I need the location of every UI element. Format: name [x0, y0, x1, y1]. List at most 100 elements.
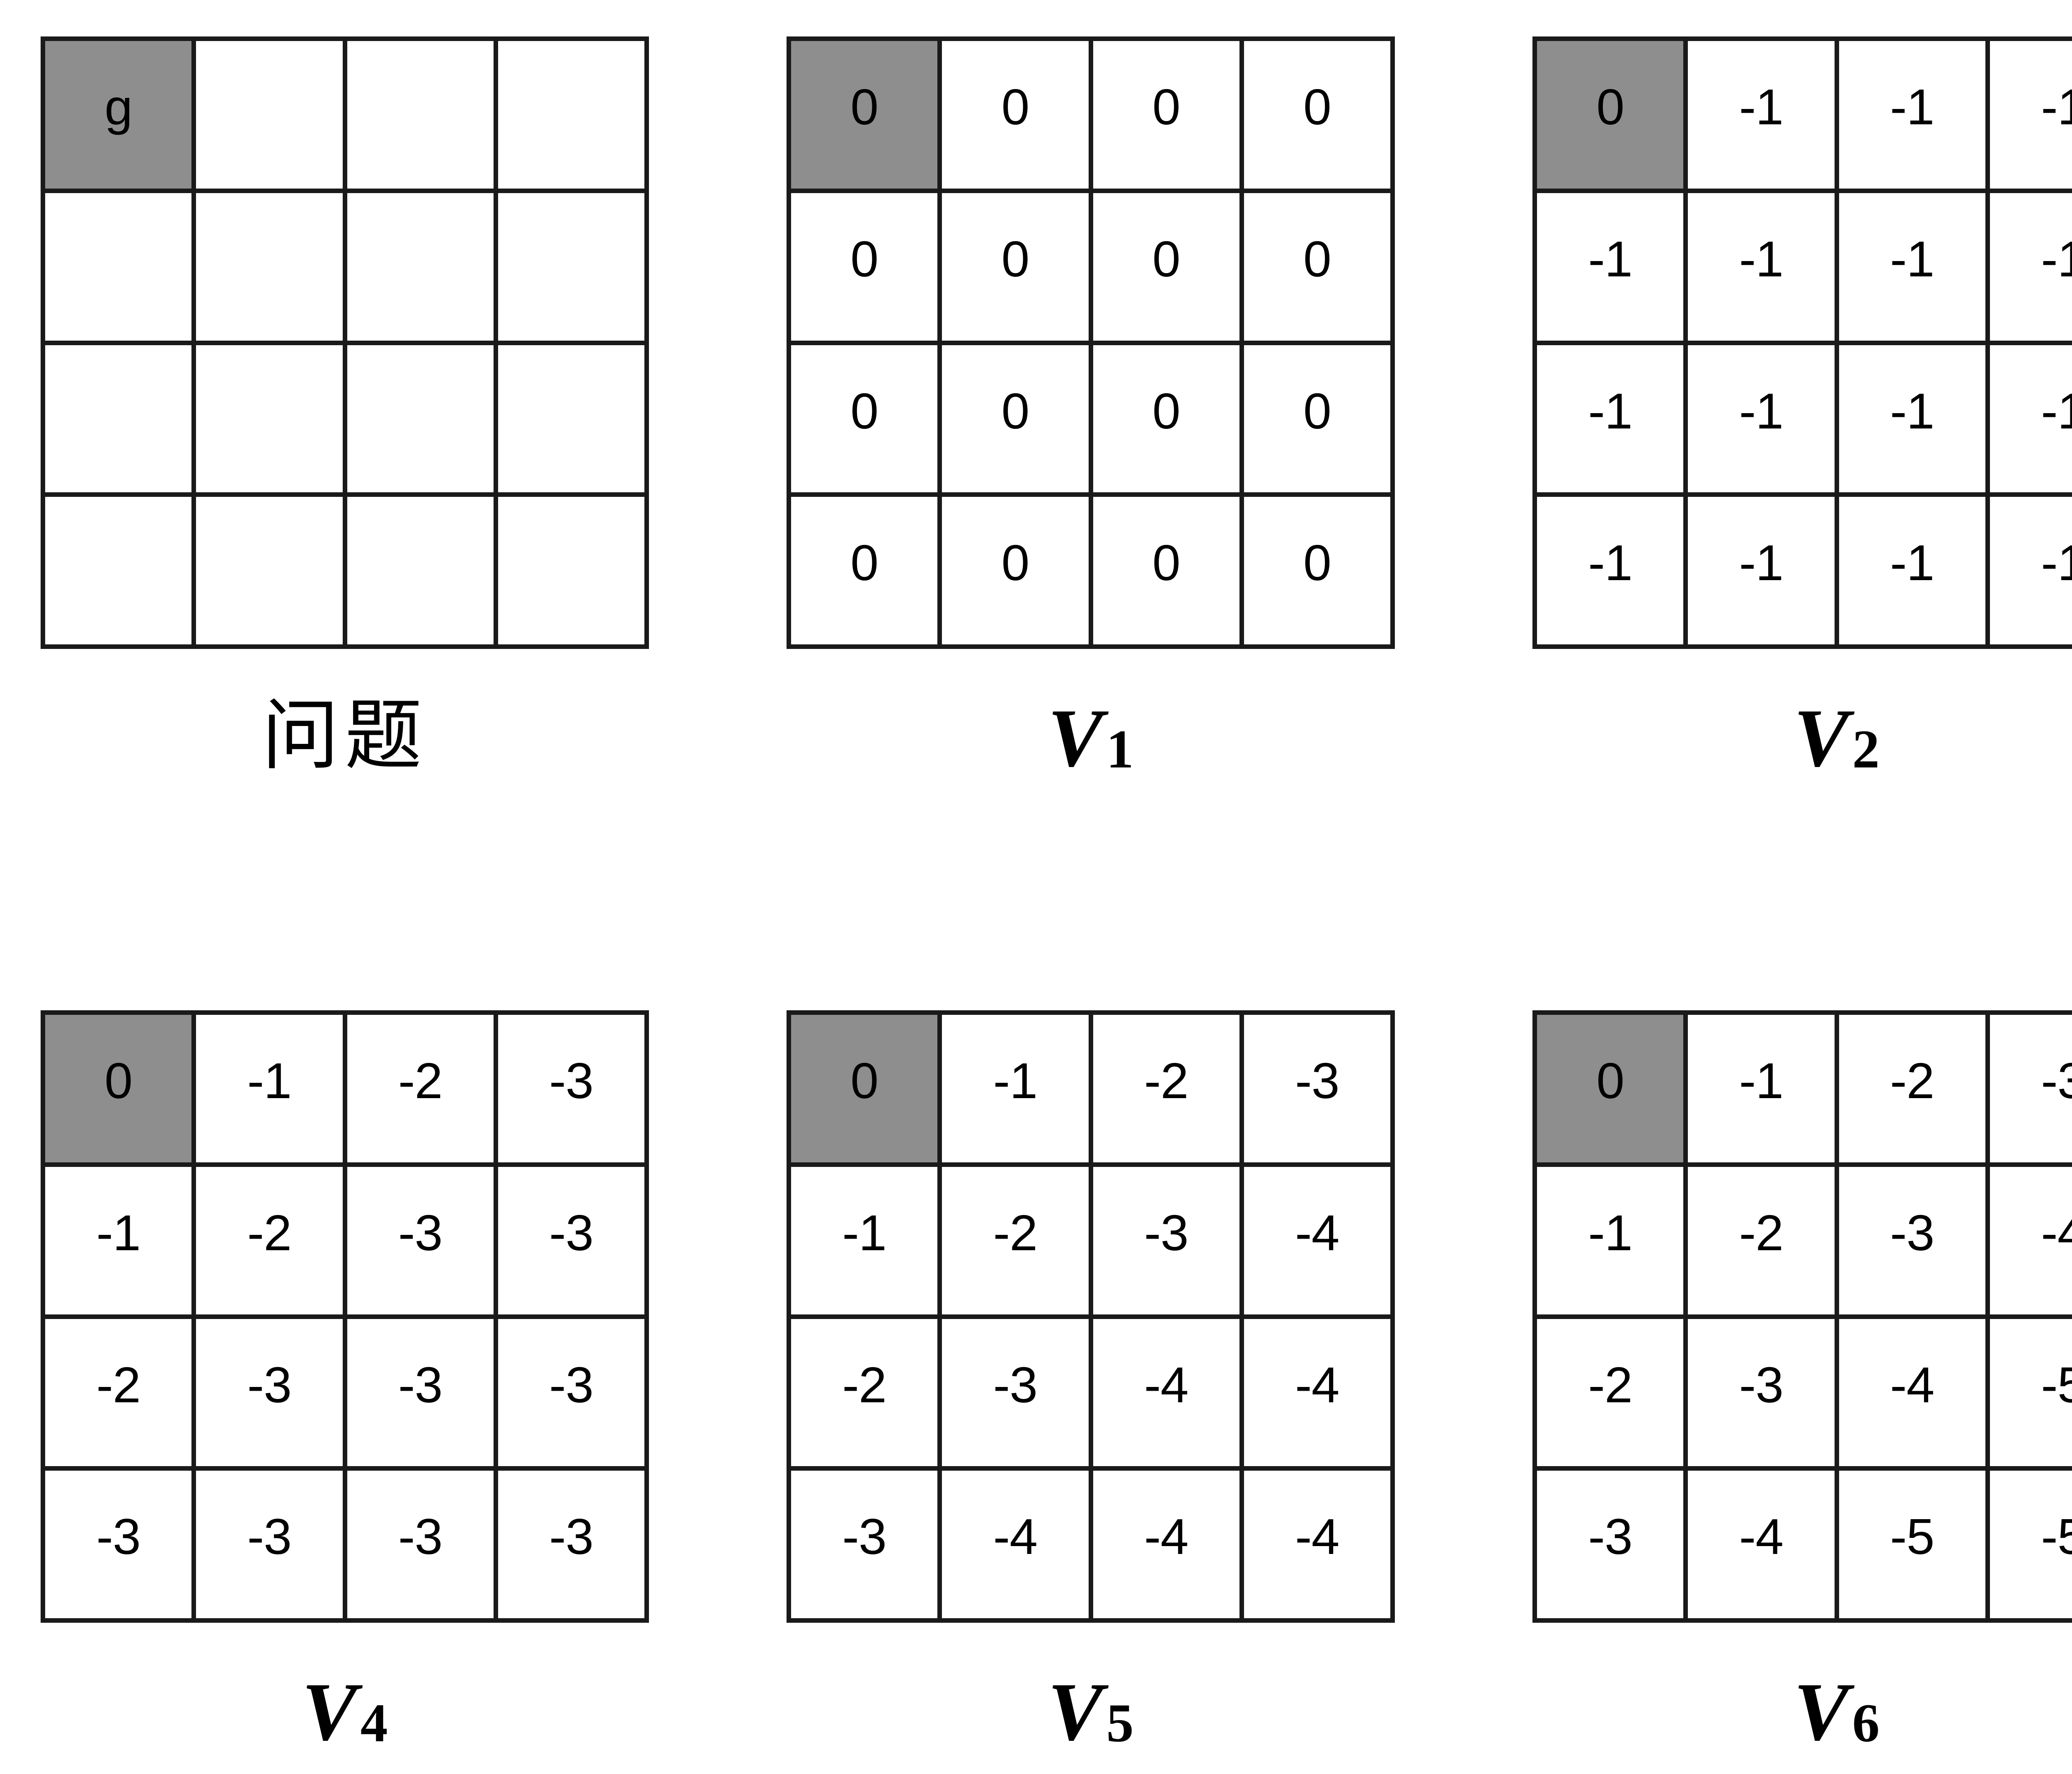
- grid-cell[interactable]: -1: [1537, 1167, 1688, 1319]
- grid-cell[interactable]: -1: [1688, 193, 1839, 345]
- grid-cell[interactable]: -4: [1093, 1471, 1244, 1623]
- grid-cell[interactable]: -1: [942, 1015, 1093, 1167]
- grid-cell[interactable]: 0: [1244, 193, 1395, 345]
- grid-cell[interactable]: 0: [1093, 345, 1244, 497]
- grid-cell[interactable]: [45, 497, 196, 649]
- grid-cell[interactable]: -2: [1688, 1167, 1839, 1319]
- grid-cell[interactable]: -3: [347, 1167, 498, 1319]
- grid-cell[interactable]: -4: [1244, 1319, 1395, 1471]
- grid-cell[interactable]: -4: [1990, 1167, 2072, 1319]
- grid-cell[interactable]: 0: [791, 193, 942, 345]
- grid-cell[interactable]: 0: [1093, 41, 1244, 193]
- grid-cell[interactable]: -5: [1839, 1471, 1990, 1623]
- grid-cell[interactable]: -3: [498, 1167, 649, 1319]
- grid-cell[interactable]: -1: [1688, 1015, 1839, 1167]
- grid-cell[interactable]: -1: [1990, 193, 2072, 345]
- grid-cell[interactable]: 0: [1244, 497, 1395, 649]
- grid-cell[interactable]: -2: [942, 1167, 1093, 1319]
- grid-cell[interactable]: -1: [1688, 345, 1839, 497]
- grid-cell[interactable]: -2: [791, 1319, 942, 1471]
- grid-cell[interactable]: -3: [45, 1471, 196, 1623]
- grid-cell[interactable]: [45, 193, 196, 345]
- grid-cell[interactable]: -1: [1839, 497, 1990, 649]
- panel-caption-v1: V1: [787, 697, 1395, 780]
- caption-text: 问题: [261, 690, 428, 780]
- grid-cell[interactable]: -3: [1244, 1015, 1395, 1167]
- grid-cell[interactable]: [45, 345, 196, 497]
- goal-cell[interactable]: g: [45, 41, 196, 193]
- goal-cell[interactable]: 0: [791, 41, 942, 193]
- grid-cell[interactable]: -1: [1688, 497, 1839, 649]
- grid-cell[interactable]: 0: [791, 345, 942, 497]
- grid-cell[interactable]: 0: [1244, 41, 1395, 193]
- grid-cell[interactable]: -1: [1990, 41, 2072, 193]
- grid-cell[interactable]: [196, 41, 347, 193]
- grid-cell[interactable]: [196, 345, 347, 497]
- grid-cell[interactable]: -2: [1537, 1319, 1688, 1471]
- grid-cell[interactable]: -3: [196, 1471, 347, 1623]
- grid-cell[interactable]: -1: [1839, 41, 1990, 193]
- grid-cell[interactable]: -1: [45, 1167, 196, 1319]
- grid-cell[interactable]: -3: [942, 1319, 1093, 1471]
- grid-cell[interactable]: [196, 497, 347, 649]
- grid-cell[interactable]: [498, 345, 649, 497]
- grid-cell[interactable]: -4: [1093, 1319, 1244, 1471]
- grid-cell[interactable]: -3: [498, 1471, 649, 1623]
- grid-cell[interactable]: -3: [347, 1319, 498, 1471]
- grid-cell[interactable]: -3: [791, 1471, 942, 1623]
- grid-cell[interactable]: -4: [1244, 1471, 1395, 1623]
- grid-cell[interactable]: -3: [1839, 1167, 1990, 1319]
- grid-cell[interactable]: [498, 193, 649, 345]
- grid-cell[interactable]: -1: [1990, 497, 2072, 649]
- grid-cell[interactable]: -5: [1990, 1471, 2072, 1623]
- grid-cell[interactable]: -1: [196, 1015, 347, 1167]
- goal-cell[interactable]: 0: [1537, 41, 1688, 193]
- grid-cell[interactable]: -3: [498, 1015, 649, 1167]
- grid-cell[interactable]: -4: [1688, 1471, 1839, 1623]
- grid-cell[interactable]: -1: [791, 1167, 942, 1319]
- grid-cell[interactable]: -1: [1537, 345, 1688, 497]
- grid-cell[interactable]: 0: [942, 497, 1093, 649]
- grid-cell[interactable]: [347, 41, 498, 193]
- grid-cell[interactable]: 0: [942, 345, 1093, 497]
- grid-cell[interactable]: [498, 41, 649, 193]
- grid-cell[interactable]: -3: [1093, 1167, 1244, 1319]
- grid-cell[interactable]: -1: [1537, 497, 1688, 649]
- grid-cell[interactable]: 0: [1244, 345, 1395, 497]
- grid-cell[interactable]: -3: [1990, 1015, 2072, 1167]
- grid-cell[interactable]: -1: [1537, 193, 1688, 345]
- goal-cell[interactable]: 0: [45, 1015, 196, 1167]
- grid-cell[interactable]: 0: [791, 497, 942, 649]
- goal-cell[interactable]: 0: [1537, 1015, 1688, 1167]
- grid-cell[interactable]: -1: [1839, 345, 1990, 497]
- grid-cell[interactable]: [196, 193, 347, 345]
- grid-cell[interactable]: [347, 345, 498, 497]
- grid-cell[interactable]: -2: [347, 1015, 498, 1167]
- value-grid-v4: 0-1-2-3-1-2-3-3-2-3-3-3-3-3-3-3: [41, 1010, 649, 1623]
- grid-cell[interactable]: [347, 193, 498, 345]
- grid-cell[interactable]: [347, 497, 498, 649]
- grid-cell[interactable]: -4: [1244, 1167, 1395, 1319]
- grid-cell[interactable]: [498, 497, 649, 649]
- grid-cell[interactable]: -4: [942, 1471, 1093, 1623]
- grid-cell[interactable]: -4: [1839, 1319, 1990, 1471]
- grid-cell[interactable]: 0: [1093, 497, 1244, 649]
- grid-cell[interactable]: 0: [942, 193, 1093, 345]
- grid-cell[interactable]: -3: [1537, 1471, 1688, 1623]
- grid-cell[interactable]: -3: [1688, 1319, 1839, 1471]
- grid-cell[interactable]: -1: [1688, 41, 1839, 193]
- grid-cell[interactable]: -3: [498, 1319, 649, 1471]
- grid-cell[interactable]: -3: [196, 1319, 347, 1471]
- grid-cell[interactable]: 0: [1093, 193, 1244, 345]
- grid-cell[interactable]: -1: [1990, 345, 2072, 497]
- grid-cell[interactable]: -2: [196, 1167, 347, 1319]
- grid-cell[interactable]: -2: [1839, 1015, 1990, 1167]
- grid-cell[interactable]: -3: [347, 1471, 498, 1623]
- grid-cell[interactable]: -5: [1990, 1319, 2072, 1471]
- goal-cell[interactable]: 0: [791, 1015, 942, 1167]
- grid-cell[interactable]: 0: [942, 41, 1093, 193]
- grid-cell[interactable]: -2: [45, 1319, 196, 1471]
- grid-cell[interactable]: -2: [1093, 1015, 1244, 1167]
- grid-cell[interactable]: -1: [1839, 193, 1990, 345]
